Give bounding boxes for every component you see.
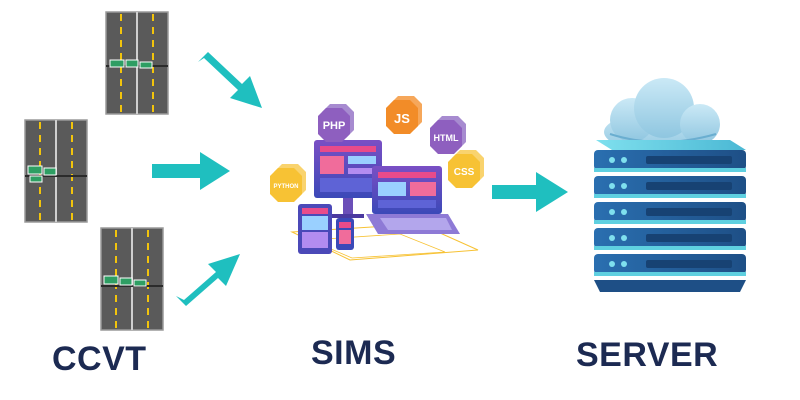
- python-label: PYTHON: [273, 184, 298, 190]
- php-label: PHP: [323, 120, 346, 132]
- road-sign-icon: [103, 275, 119, 285]
- road-tile-top: [105, 11, 169, 115]
- road-tile-bottom: [100, 227, 164, 331]
- cloud-server-icon: [594, 78, 746, 292]
- html-label: HTML: [434, 133, 459, 143]
- server-unit: [594, 202, 746, 224]
- ccvt-label: CCVT: [52, 340, 147, 378]
- sims-label: SIMS: [311, 334, 397, 372]
- server-unit: [594, 176, 746, 198]
- server-unit: [594, 228, 746, 250]
- css-badge: CSS: [448, 150, 484, 188]
- js-label: JS: [394, 111, 410, 126]
- server-unit: [594, 254, 746, 276]
- arrow-top-to-sims: [198, 52, 262, 108]
- html-badge: HTML: [430, 116, 466, 154]
- server-unit: [594, 150, 746, 172]
- arrow-middle-to-sims: [152, 152, 230, 190]
- arrow-bottom-to-sims: [176, 254, 240, 306]
- web-development-illustration: PHP JS HTML PYTHON CSS: [270, 96, 484, 261]
- python-badge: PYTHON: [270, 164, 306, 202]
- php-badge: PHP: [318, 104, 354, 142]
- server-label: SERVER: [576, 336, 719, 374]
- road-tile-middle: [24, 119, 88, 223]
- arrow-sims-to-server: [492, 172, 568, 212]
- css-label: CSS: [454, 167, 475, 178]
- road-sign-icon: [27, 165, 43, 175]
- road-sign-icon: [109, 59, 125, 68]
- js-badge: JS: [386, 96, 422, 134]
